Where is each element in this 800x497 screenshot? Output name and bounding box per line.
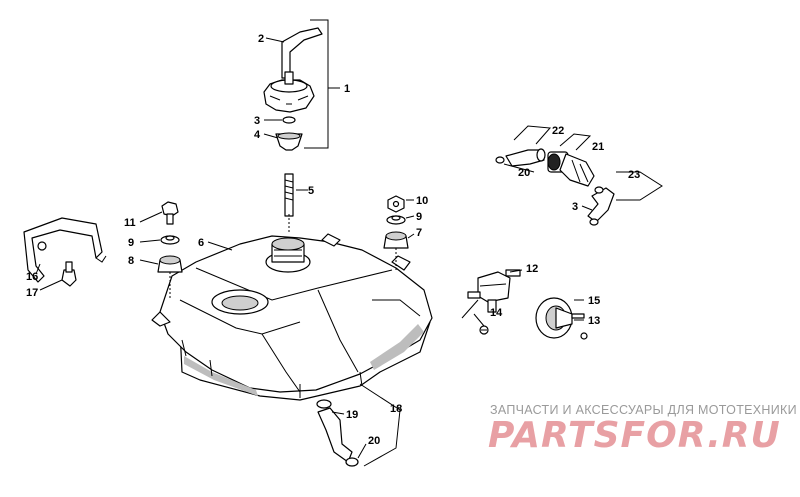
callout-10: 10 — [416, 195, 428, 207]
callout-20-upper: 20 — [518, 167, 530, 179]
callout-3: 3 — [254, 115, 260, 127]
callout-9-left: 9 — [128, 237, 134, 249]
callout-20-lower: 20 — [368, 435, 380, 447]
right-mount-hardware — [383, 195, 409, 270]
callout-14: 14 — [490, 307, 503, 319]
fuel-tank — [151, 233, 433, 401]
callout-7: 7 — [416, 227, 422, 239]
callout-5: 5 — [308, 185, 314, 197]
callout-1: 1 — [344, 83, 350, 95]
stud-bolt — [284, 173, 294, 232]
callout-12: 12 — [526, 263, 538, 275]
leader-lines — [35, 19, 663, 467]
watermark-logo: PARTSFOR.RU — [488, 415, 781, 456]
drain-hose-assembly — [316, 399, 359, 467]
callout-19: 19 — [346, 409, 358, 421]
callout-16: 16 — [26, 271, 38, 283]
left-mount-hardware — [23, 201, 183, 300]
callout-18: 18 — [390, 403, 402, 415]
callout-21: 21 — [592, 141, 604, 153]
callout-13: 13 — [588, 315, 600, 327]
callout-2: 2 — [258, 33, 264, 45]
fuel-filter-assembly — [495, 148, 615, 226]
callout-11: 11 — [124, 217, 136, 229]
callout-22: 22 — [552, 125, 564, 137]
callout-6: 6 — [198, 237, 204, 249]
callout-15: 15 — [588, 295, 600, 307]
callout-9-right: 9 — [416, 211, 422, 223]
callout-3-upper: 3 — [572, 201, 578, 213]
callout-23: 23 — [628, 169, 640, 181]
watermark-subtitle: ЗАПЧАСТИ И АКСЕССУАРЫ ДЛЯ МОТОТЕХНИКИ — [490, 403, 797, 417]
callout-labels: 1 2 3 4 5 6 7 8 9 9 10 11 12 13 14 15 16… — [26, 33, 640, 447]
callout-4: 4 — [254, 129, 261, 141]
fuel-valve-assembly — [467, 269, 588, 340]
fuel-cap-assembly — [263, 27, 323, 151]
callout-8: 8 — [128, 255, 134, 267]
callout-17: 17 — [26, 287, 38, 299]
